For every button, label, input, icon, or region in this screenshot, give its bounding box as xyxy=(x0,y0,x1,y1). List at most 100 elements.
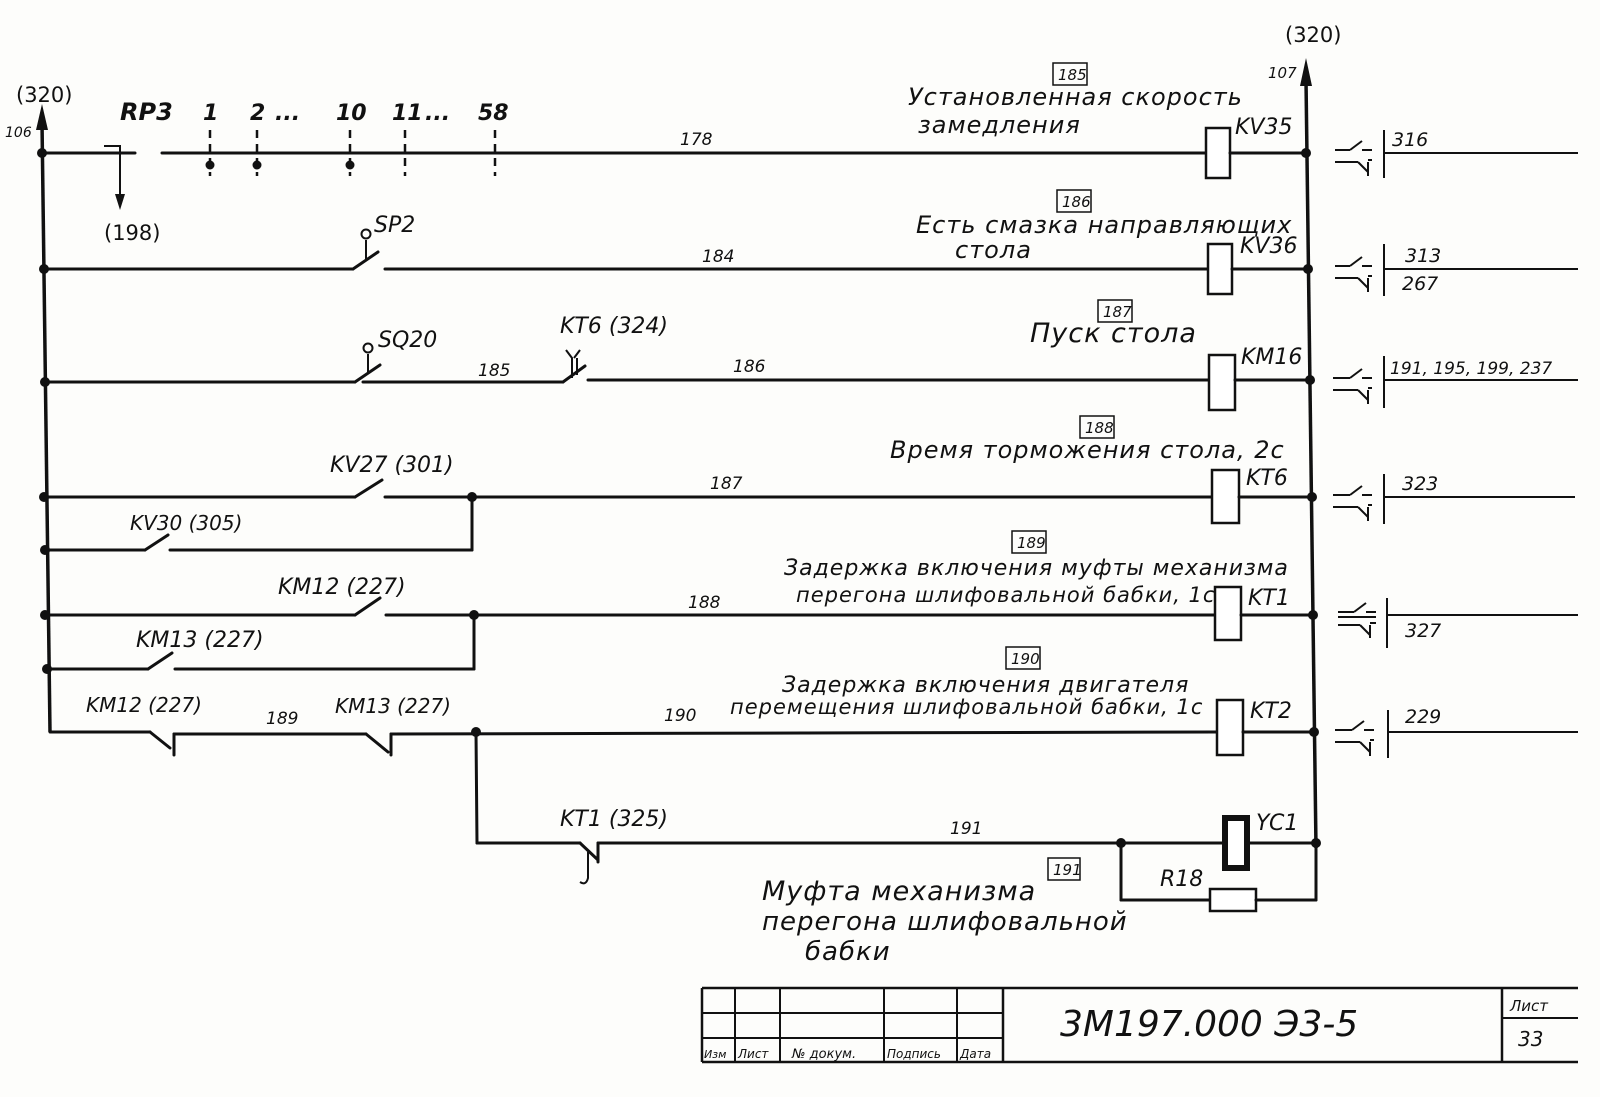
line-number: 188 xyxy=(1085,419,1114,437)
line-number-box xyxy=(1056,189,1092,213)
xref-number: 191, 195, 199, 237 xyxy=(1390,359,1552,379)
coil-kv35 xyxy=(1204,126,1232,180)
line-number-box xyxy=(1052,62,1088,86)
contact-xref-kv35: 316 xyxy=(1335,129,1578,178)
coil-km16 xyxy=(1207,353,1237,412)
contact-km13-nc-label: KM13 (227) xyxy=(335,694,451,718)
line-number: 186 xyxy=(1062,193,1091,211)
wire-190: 190 xyxy=(664,706,696,726)
tb-header-list: Лист xyxy=(737,1047,769,1061)
rung-description: стола xyxy=(955,236,1032,264)
rp3-pos-2: 2 xyxy=(250,101,265,126)
contact-km12-label: KM12 (227) xyxy=(278,575,406,600)
right-bus-arrow-icon xyxy=(1300,58,1312,86)
left-bus-ref: (320) xyxy=(16,83,72,107)
wire-184: 184 xyxy=(702,247,734,267)
document-code: 3М197.000 Э3-5 xyxy=(1060,1004,1358,1045)
resistor-r18 xyxy=(1208,887,1258,913)
rung-description: Задержка включения двигателя xyxy=(782,673,1189,698)
contact-symbol-icon xyxy=(1333,485,1372,521)
line-number-box xyxy=(1079,415,1115,439)
contact-kv30-label: KV30 (305) xyxy=(130,511,242,535)
contact-xref-kt6: 323 xyxy=(1333,473,1575,524)
contact-symbol-icon xyxy=(1333,368,1372,404)
coil-kv36-label: KV36 xyxy=(1240,234,1297,259)
wire-189: 189 xyxy=(266,709,298,729)
contact-km13-label: KM13 (227) xyxy=(136,628,264,653)
line-number-box xyxy=(1097,299,1133,323)
rung-186: SP2 184 186 Есть смазка направляющих сто… xyxy=(39,189,1313,296)
rung-description: Муфта механизма xyxy=(762,876,1036,907)
coil-kv36 xyxy=(1206,242,1234,296)
rung-description: бабки xyxy=(805,937,891,967)
rung-description: Пуск стола xyxy=(1030,318,1197,349)
rp3-ellipsis-1: ... xyxy=(275,101,300,126)
contact-xref-km16: 191, 195, 199, 237 xyxy=(1333,356,1578,408)
xref-number: 229 xyxy=(1405,706,1441,728)
coil-kt1 xyxy=(1213,585,1243,642)
rung-187: SQ20 185 KT6 (324) 186 187 Пуск стола KM… xyxy=(40,299,1315,412)
rung-188: KV27 (301) KV30 (305) 187 188 Время торм… xyxy=(39,415,1317,555)
rung-191: KT1 (325) 191 YC1 R18 191 Муфта механизм… xyxy=(474,730,1321,967)
contact-kv27-label: KV27 (301) xyxy=(330,453,454,478)
rung-description: Есть смазка направляющих xyxy=(916,211,1292,239)
right-power-bus: (320) 107 xyxy=(1268,23,1341,849)
contact-xref-kv36: 313 267 xyxy=(1335,244,1578,296)
line-number: 185 xyxy=(1058,66,1087,84)
line-number: 191 xyxy=(1053,861,1082,879)
rp3-ellipsis-2: ... xyxy=(425,101,450,126)
left-power-bus: (320) 106 xyxy=(5,83,72,733)
coil-yc1-label: YC1 xyxy=(1256,811,1298,836)
sheet-number: 33 xyxy=(1518,1027,1543,1051)
line-number-box xyxy=(1005,646,1041,670)
right-bus-wire: 107 xyxy=(1268,64,1297,82)
contact-sp2-label: SP2 xyxy=(374,213,415,238)
contact-sq20-label: SQ20 xyxy=(378,328,437,353)
coil-km16-label: KM16 xyxy=(1241,345,1302,370)
contact-xref-kt1: 327 xyxy=(1338,598,1578,648)
line-number: 189 xyxy=(1017,534,1046,552)
contact-symbol-icon xyxy=(1338,602,1376,638)
sheet-label: Лист xyxy=(1509,997,1549,1015)
rung-description: перемещения шлифовальной бабки, 1с xyxy=(730,695,1203,719)
xref-number: 267 xyxy=(1402,273,1438,295)
rung-description: замедления xyxy=(918,111,1081,139)
contact-kt6-label: KT6 (324) xyxy=(560,314,668,339)
title-block: Изм Лист № докум. Подпись Дата 3М197.000… xyxy=(700,986,1578,1064)
rp3-pos-58: 58 xyxy=(478,101,509,126)
rung-190: KM12 (227) KM13 (227) 189 190 190 Задерж… xyxy=(48,646,1319,757)
right-bus-ref: (320) xyxy=(1285,23,1341,47)
left-bus-arrow-icon xyxy=(36,104,48,130)
contact-km12-nc-label: KM12 (227) xyxy=(86,693,202,717)
contact-symbol-icon xyxy=(1335,720,1374,756)
xref-number: 316 xyxy=(1392,129,1428,151)
coil-kv35-label: KV35 xyxy=(1235,115,1292,140)
rung-189: KM12 (227) KM13 (227) 188 189 Задержка в… xyxy=(40,530,1318,674)
ref-198: (198) xyxy=(104,221,160,245)
coil-kt2-label: KT2 xyxy=(1250,699,1292,724)
wire-188: 188 xyxy=(688,593,721,613)
rp3-position-marks xyxy=(205,130,497,176)
tb-header-signature: Подпись xyxy=(887,1047,941,1061)
xref-number: 323 xyxy=(1402,473,1438,495)
rp3-pos-10: 10 xyxy=(336,101,367,126)
line-number: 187 xyxy=(1103,303,1132,321)
coil-kt1-label: KT1 xyxy=(1248,586,1290,611)
ref-arrow-down-icon xyxy=(115,194,125,210)
contact-kt1-label: KT1 (325) xyxy=(560,807,668,832)
xref-number: 313 xyxy=(1405,245,1441,267)
tb-header-izm: Изм xyxy=(704,1048,726,1061)
rp3-pos-11: 11 xyxy=(392,101,423,126)
coil-kt2 xyxy=(1215,698,1245,757)
contact-symbol-icon xyxy=(1335,140,1372,176)
rung-description: перегона шлифовальной xyxy=(762,907,1128,937)
contact-xref-kt2: 229 xyxy=(1335,706,1578,758)
wire-191: 191 xyxy=(950,819,982,839)
rung-description: перегона шлифовальной бабки, 1с xyxy=(796,583,1215,607)
tb-header-date: Дата xyxy=(959,1047,991,1061)
rung-description: Время торможения стола, 2с xyxy=(890,436,1285,464)
resistor-r18-label: R18 xyxy=(1160,867,1203,892)
switch-rp3-label: RP3 xyxy=(120,98,173,126)
line-number: 190 xyxy=(1011,650,1040,668)
